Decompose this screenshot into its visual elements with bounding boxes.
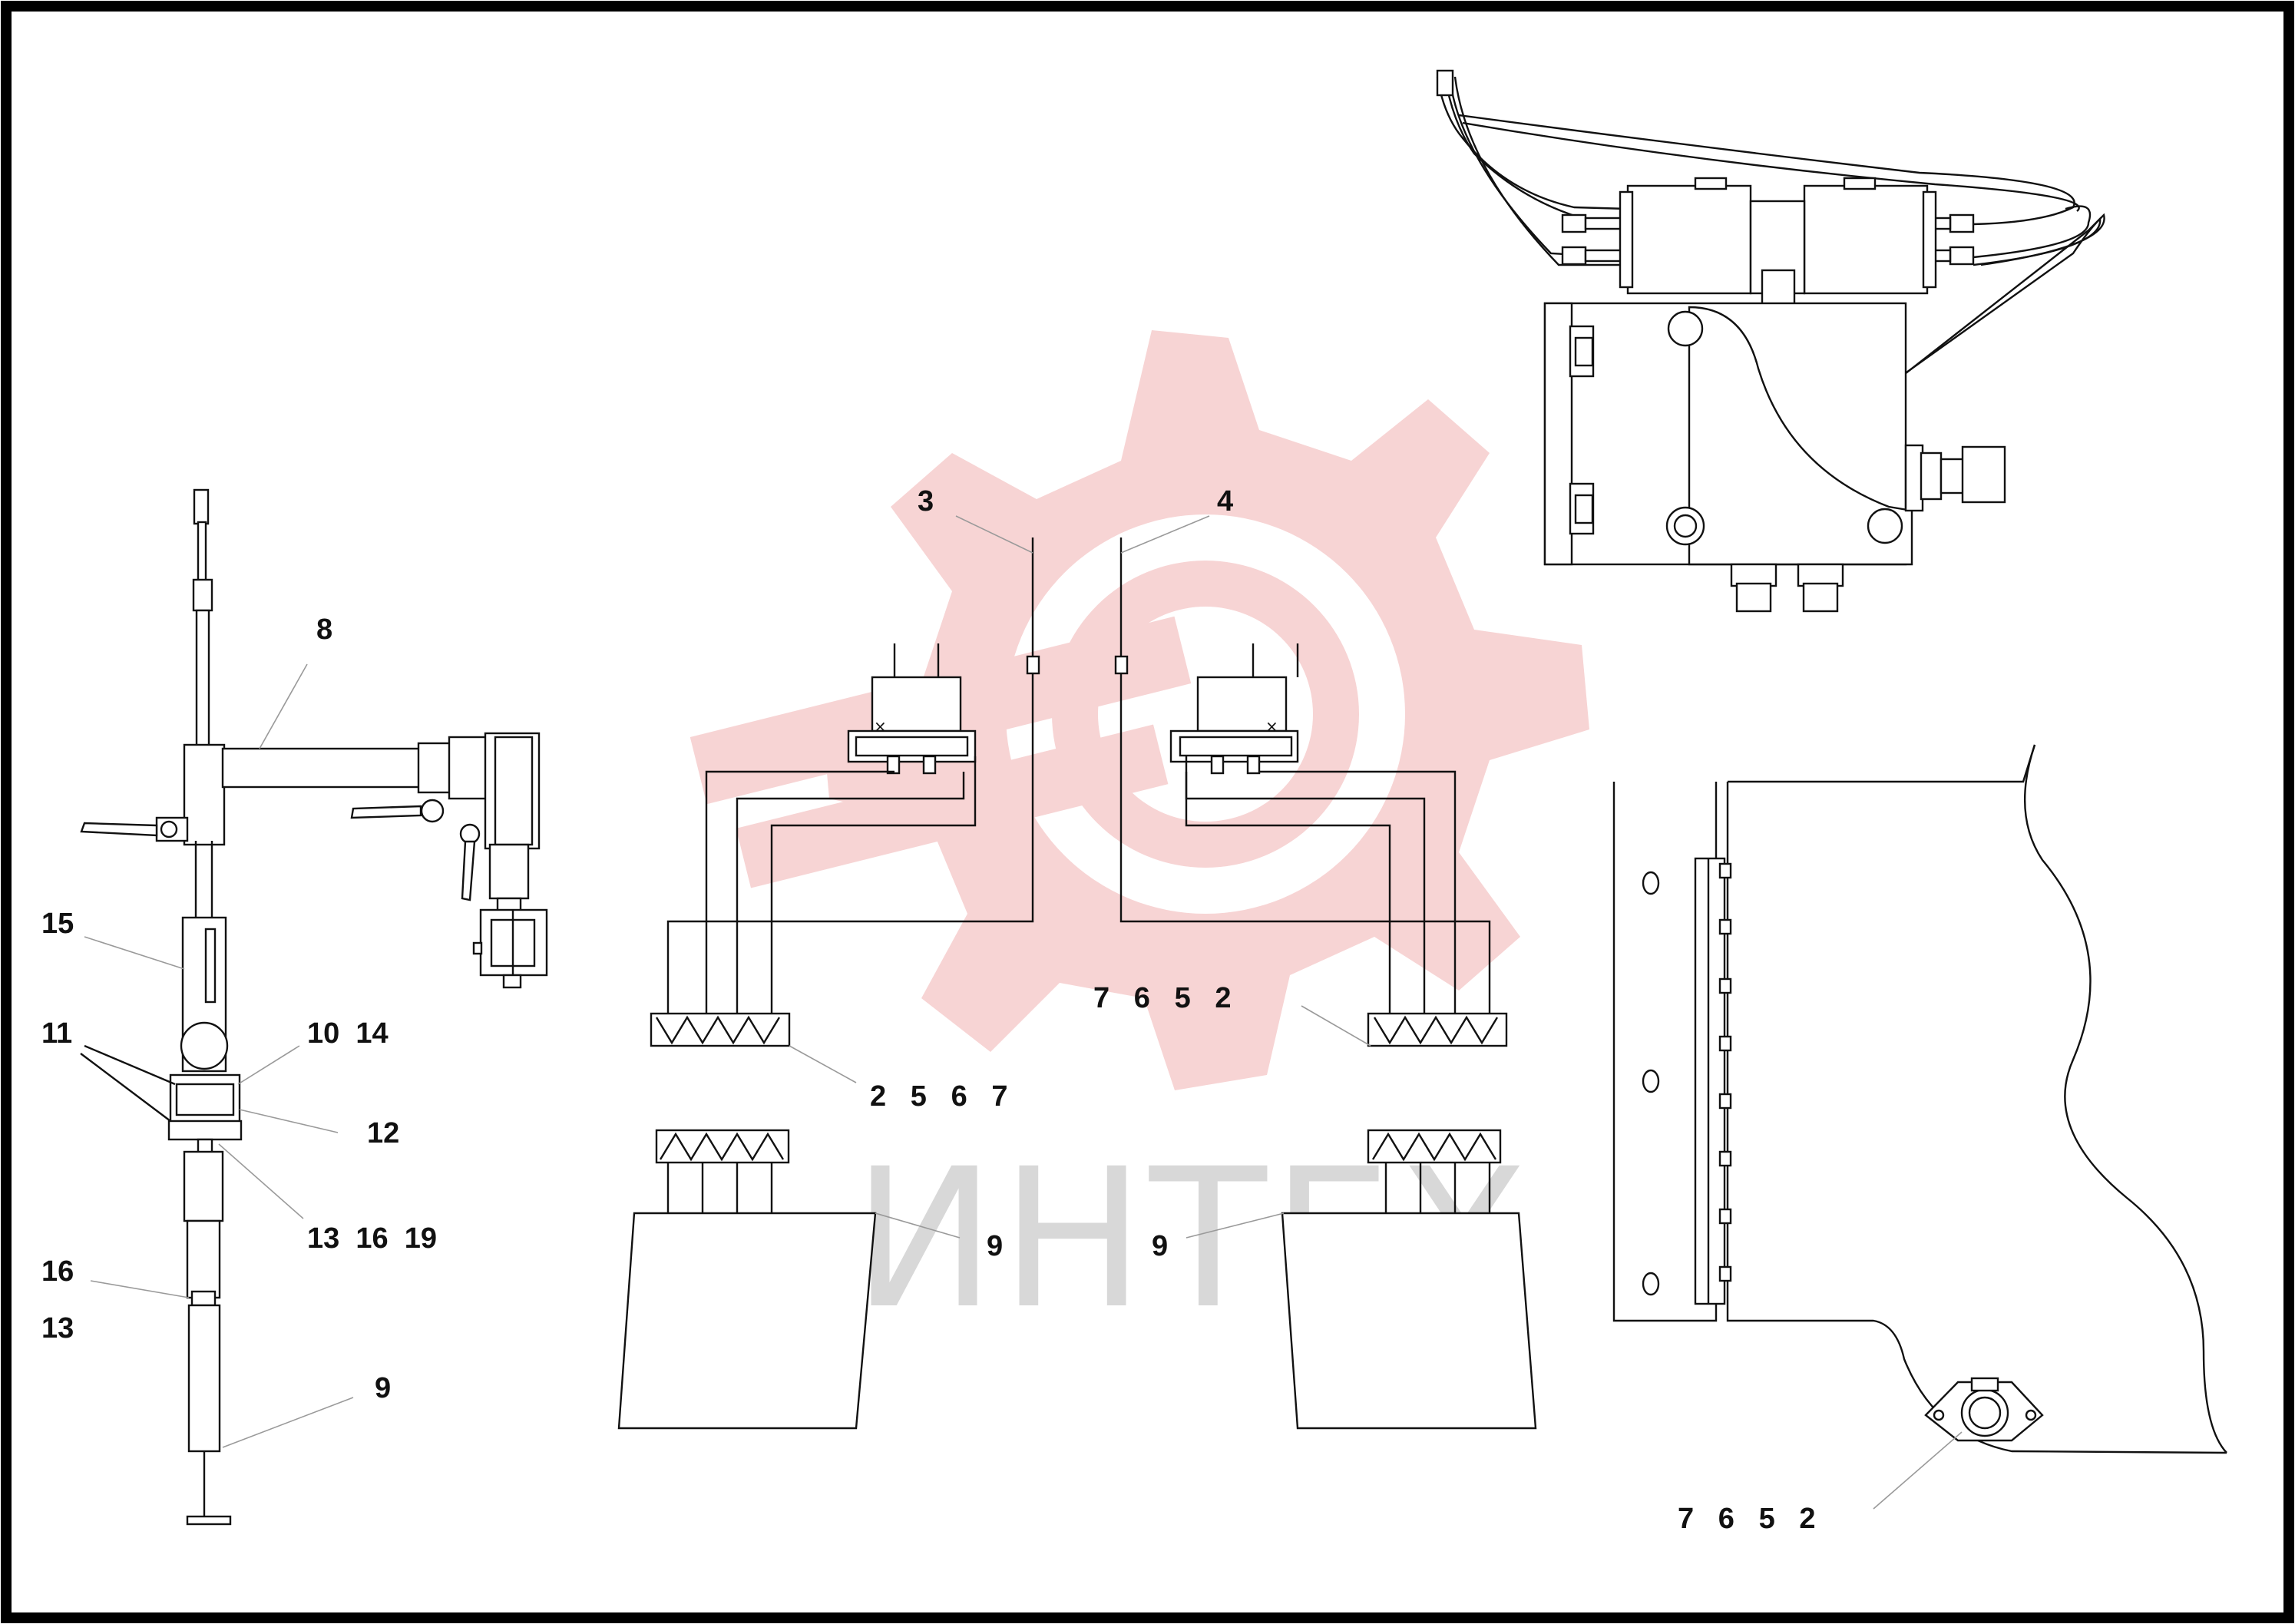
valve-block-assembly [1436,69,2105,613]
panel-hinge-assembly [1612,744,2227,1454]
svg-text:×: × [1265,717,1278,736]
callout-9-mid-right: 9 [1152,1230,1168,1262]
callout-15: 15 [41,908,74,940]
callout-9-left: 9 [375,1372,391,1404]
callout-9-mid-left: 9 [987,1230,1003,1262]
callout-16: 16 [41,1255,74,1288]
svg-text:×: × [874,717,887,736]
callout-13: 13 [41,1312,74,1345]
callout-12: 12 [367,1117,399,1149]
callout-13-16-19: 13 16 19 [307,1222,437,1255]
callout-8: 8 [316,614,332,646]
callout-10-14: 10 14 [307,1017,389,1050]
callout-2-5-6-7: 2 5 6 7 [870,1080,1008,1113]
callout-4: 4 [1217,485,1233,518]
left-rod-assembly [80,488,548,1526]
callout-7-6-5-2-bottom: 7 6 5 2 [1678,1503,1816,1535]
center-wiring-diagram: × × [617,537,1537,1430]
callout-7-6-5-2-mid: 7 6 5 2 [1093,982,1232,1014]
callout-3: 3 [918,485,934,518]
callout-11: 11 [41,1017,72,1050]
